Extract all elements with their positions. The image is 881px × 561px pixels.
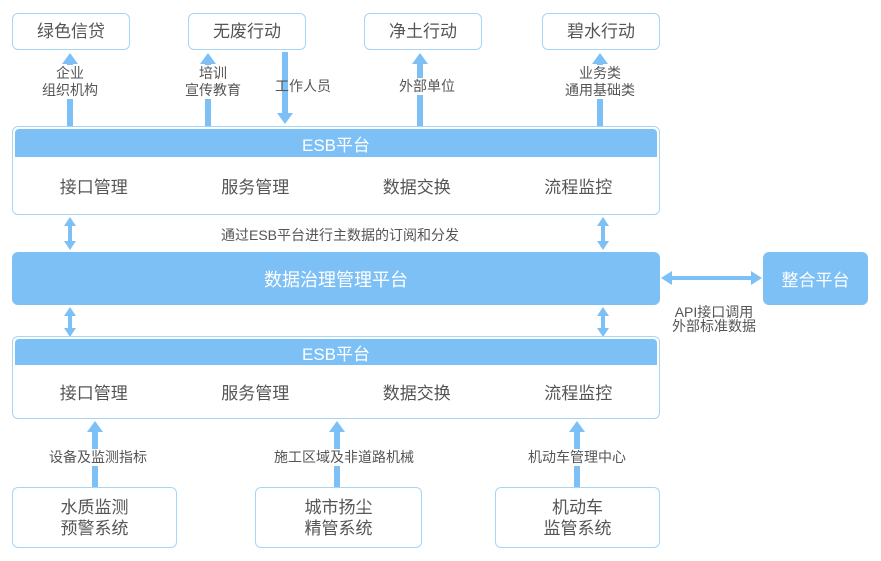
esb-item-interface-mgmt: 接口管理 xyxy=(59,384,128,403)
esb-items-row: 接口管理 服务管理 数据交换 流程监控 xyxy=(13,157,659,214)
arrow-down-icon xyxy=(277,52,293,124)
flow-label-external-units: 外部单位 xyxy=(396,78,458,95)
esb-header: ESB平台 xyxy=(15,339,657,365)
esb-title: ESB平台 xyxy=(301,135,371,155)
esb-item-data-exchange: 数据交换 xyxy=(382,384,451,403)
node-green-credit: 绿色信贷 xyxy=(12,13,130,50)
subscription-note: 通过ESB平台进行主数据的订阅和分发 xyxy=(217,227,463,244)
double-arrow-vertical-icon xyxy=(597,217,609,250)
node-water-quality-system: 水质监测 预警系统 xyxy=(12,487,177,548)
esb-item-service-mgmt: 服务管理 xyxy=(221,384,290,403)
governance-platform-title: 数据治理管理平台 xyxy=(264,269,408,290)
esb-item-interface-mgmt: 接口管理 xyxy=(59,178,128,197)
esb-items-row: 接口管理 服务管理 数据交换 流程监控 xyxy=(13,365,659,418)
integration-platform-title: 整合平台 xyxy=(781,271,850,290)
esb-platform-top: ESB平台 接口管理 服务管理 数据交换 流程监控 xyxy=(12,126,660,215)
flow-label-training-education: 培训宣传教育 xyxy=(182,65,244,99)
node-label: 净土行动 xyxy=(389,22,457,41)
governance-platform: 数据治理管理平台 xyxy=(12,252,660,305)
esb-item-process-monitor: 流程监控 xyxy=(544,384,613,403)
double-arrow-vertical-icon xyxy=(64,217,76,250)
api-note: API接口调用 外部标准数据 xyxy=(672,304,756,334)
integration-platform: 整合平台 xyxy=(763,252,868,305)
flow-label-staff: 工作人员 xyxy=(275,78,331,94)
esb-item-service-mgmt: 服务管理 xyxy=(221,178,290,197)
double-arrow-vertical-icon xyxy=(597,307,609,337)
double-arrow-horizontal-icon xyxy=(661,270,762,286)
esb-platform-bottom: ESB平台 接口管理 服务管理 数据交换 流程监控 xyxy=(12,336,660,419)
flow-label-vehicle-mgmt-center: 机动车管理中心 xyxy=(525,449,629,466)
node-label: 碧水行动 xyxy=(567,22,635,41)
node-vehicle-supervision-system: 机动车 监管系统 xyxy=(495,487,660,548)
flow-label-construction-machinery: 施工区域及非道路机械 xyxy=(271,449,417,466)
node-urban-dust-system: 城市扬尘 精管系统 xyxy=(255,487,422,548)
node-zero-waste-action: 无废行动 xyxy=(188,13,306,50)
double-arrow-vertical-icon xyxy=(64,307,76,337)
esb-header: ESB平台 xyxy=(15,129,657,157)
esb-item-data-exchange: 数据交换 xyxy=(382,178,451,197)
node-clean-soil-action: 净土行动 xyxy=(364,13,482,50)
esb-item-process-monitor: 流程监控 xyxy=(544,178,613,197)
esb-title: ESB平台 xyxy=(301,344,371,364)
flow-label-enterprise-org: 企业组织机构 xyxy=(39,65,101,99)
node-clear-water-action: 碧水行动 xyxy=(542,13,660,50)
flow-label-business-basic-class: 业务类通用基础类 xyxy=(562,65,638,99)
flow-label-device-indicators: 设备及监测指标 xyxy=(46,449,150,466)
node-label: 绿色信贷 xyxy=(37,22,105,41)
node-label: 无废行动 xyxy=(213,22,281,41)
